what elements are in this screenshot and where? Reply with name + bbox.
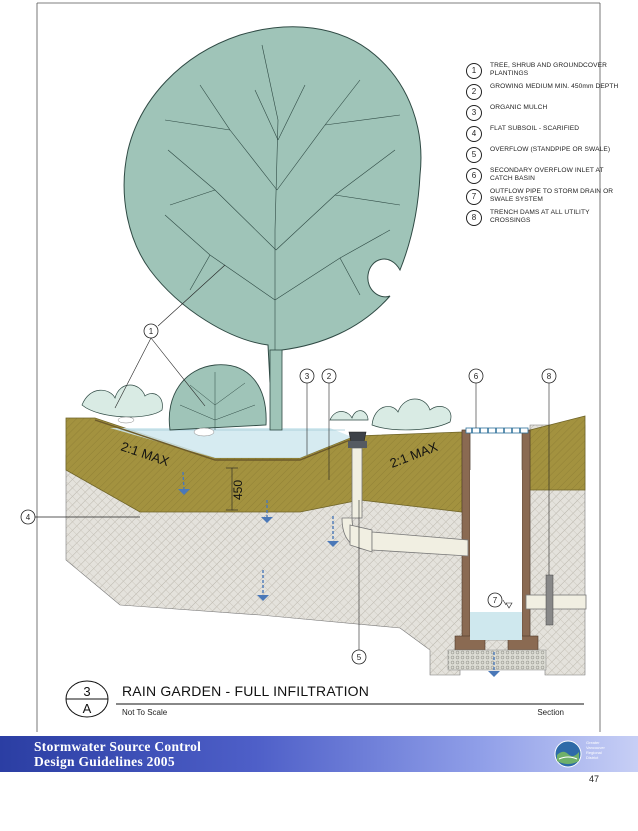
legend-item: 3 ORGANIC MULCH	[466, 104, 626, 125]
page-number: 47	[589, 774, 600, 784]
banner-title: Stormwater Source Control Design Guideli…	[34, 739, 201, 769]
legend-number: 3	[466, 105, 482, 121]
banner-line-2: Design Guidelines 2005	[34, 754, 175, 769]
callout-7-label: 7	[493, 596, 498, 605]
scale-note: Not To Scale	[122, 708, 168, 717]
legend-text: TRENCH DAMS AT ALL UTILITY CROSSINGS	[490, 209, 590, 224]
catch-basin	[447, 429, 547, 671]
gvrd-logo-icon	[554, 740, 582, 768]
legend-number: 2	[466, 84, 482, 100]
groundcover-left	[81, 384, 369, 421]
legend-item: 4 FLAT SUBSOIL - SCARIFIED	[466, 125, 626, 146]
callout-6-label: 6	[474, 372, 479, 381]
callout-circles	[20, 323, 557, 665]
legend-text: ORGANIC MULCH	[490, 104, 548, 111]
legend-item: 6 SECONDARY OVERFLOW INLET AT CATCH BASIN	[466, 167, 626, 188]
legend-text: OUTFLOW PIPE TO STORM DRAIN OR SWALE SYS…	[490, 188, 614, 203]
legend-number: 4	[466, 126, 482, 142]
legend-number: 8	[466, 210, 482, 226]
callout-3-label: 3	[305, 372, 310, 381]
callout-1-label: 1	[149, 327, 154, 336]
title-block: 3 A RAIN GARDEN - FULL INFILTRATION Not …	[64, 677, 584, 723]
organic-mulch-line	[94, 419, 356, 461]
legend-item: 2 GROWING MEDIUM MIN. 450mm DEPTH	[466, 83, 626, 104]
gvrd-logo-text: Greater Vancouver Regional District	[586, 740, 605, 760]
ponding-water	[110, 428, 352, 458]
legend-text: OVERFLOW (STANDPIPE OR SWALE)	[490, 146, 611, 153]
overflow-standpipe	[341, 431, 469, 557]
legend-text: GROWING MEDIUM MIN. 450mm DEPTH	[490, 83, 619, 90]
groundcover-right	[371, 398, 452, 431]
legend-number: 6	[466, 168, 482, 184]
legend-item: 1 TREE, SHRUB AND GROUNDCOVER PLANTINGS	[466, 62, 626, 83]
legend-item: 8 TRENCH DAMS AT ALL UTILITY CROSSINGS	[466, 209, 626, 230]
detail-letter: A	[83, 701, 92, 716]
detail-number: 3	[83, 684, 90, 699]
shrub-center	[168, 364, 267, 431]
depth-label: 450	[231, 480, 245, 500]
legend-text: FLAT SUBSOIL - SCARIFIED	[490, 125, 580, 132]
view-type: Section	[537, 708, 564, 717]
callout-4-label: 4	[26, 513, 31, 522]
callout-2-label: 2	[327, 372, 332, 381]
detail-reference-symbol: 3 A	[65, 680, 109, 718]
outflow-pipe	[505, 382, 587, 626]
legend-number: 5	[466, 147, 482, 163]
tree	[123, 26, 422, 431]
legend: 1 TREE, SHRUB AND GROUNDCOVER PLANTINGS 2 G…	[466, 62, 626, 230]
legend-text: SECONDARY OVERFLOW INLET AT CATCH BASIN	[490, 167, 604, 182]
legend-item: 5 OVERFLOW (STANDPIPE OR SWALE)	[466, 146, 626, 167]
catch-basin-grate	[465, 427, 529, 434]
callout-5-label: 5	[357, 653, 362, 662]
legend-number: 1	[466, 63, 482, 79]
banner-line-1: Stormwater Source Control	[34, 739, 202, 754]
drainage-arrows	[182, 471, 495, 672]
footer-banner: Stormwater Source Control Design Guideli…	[0, 736, 638, 772]
legend-item: 7 OUTFLOW PIPE TO STORM DRAIN OR SWALE SY…	[466, 188, 626, 209]
drawing-title: RAIN GARDEN - FULL INFILTRATION	[122, 683, 370, 699]
legend-number: 7	[466, 189, 482, 205]
callout-8-label: 8	[547, 372, 552, 381]
legend-text: TREE, SHRUB AND GROUNDCOVER PLANTINGS	[490, 62, 608, 77]
